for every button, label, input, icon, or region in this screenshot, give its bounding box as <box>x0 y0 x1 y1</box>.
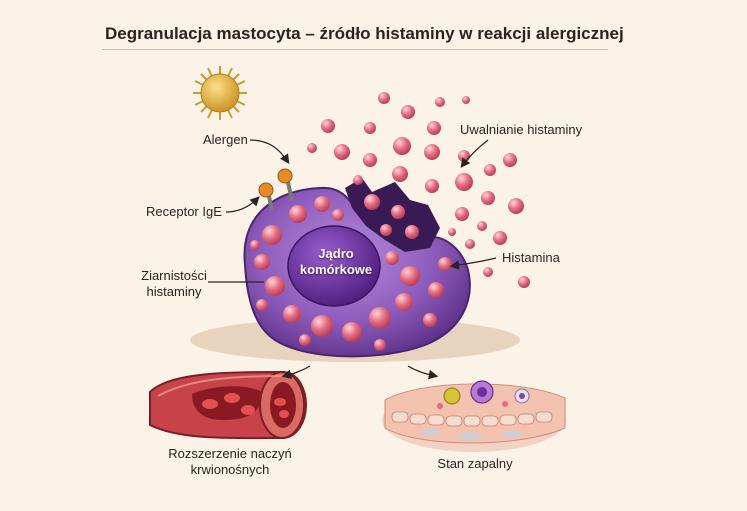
vessel-arrow <box>281 365 311 379</box>
released-granules <box>307 92 530 288</box>
label-receptor: Receptor IgE <box>146 204 222 219</box>
label-release: Uwalnianie histaminy <box>460 122 583 137</box>
granules-rupture <box>364 194 419 239</box>
blood-vessel <box>149 370 308 440</box>
title-divider <box>102 49 608 50</box>
label-vasodilation: Rozszerzenie naczyń krwionośnych <box>160 446 300 478</box>
allergen-particle <box>193 66 247 120</box>
histamine-arrow <box>449 257 497 270</box>
label-histamine: Histamina <box>502 250 560 265</box>
tissue-arrow <box>407 365 439 380</box>
ige-receptors <box>258 168 294 211</box>
granules-inside <box>250 196 452 351</box>
label-inflammation: Stan zapalny <box>437 456 513 471</box>
label-nucleus-line1: Jądro <box>318 246 354 261</box>
inflamed-tissue <box>382 380 566 452</box>
allergen-arrow <box>249 139 290 164</box>
callout-lines <box>208 139 497 380</box>
receptor-arrow <box>225 196 260 213</box>
label-granules-line1: Ziarnistości <box>141 268 207 283</box>
label-vasodilation-line2: krwionośnych <box>190 462 270 477</box>
label-nucleus-line2: komórkowe <box>299 262 373 277</box>
label-granules-line2: histaminy <box>146 284 202 299</box>
nucleus <box>287 225 381 307</box>
release-arrow <box>460 139 489 168</box>
label-granules: Ziarnistości histaminy <box>134 268 214 300</box>
label-allergen: Alergen <box>203 132 248 147</box>
diagram-title: Degranulacja mastocyta – źródło histamin… <box>105 24 624 43</box>
label-vasodilation-line1: Rozszerzenie naczyń <box>168 446 292 461</box>
label-nucleus: Jądro komórkowe <box>286 246 386 278</box>
